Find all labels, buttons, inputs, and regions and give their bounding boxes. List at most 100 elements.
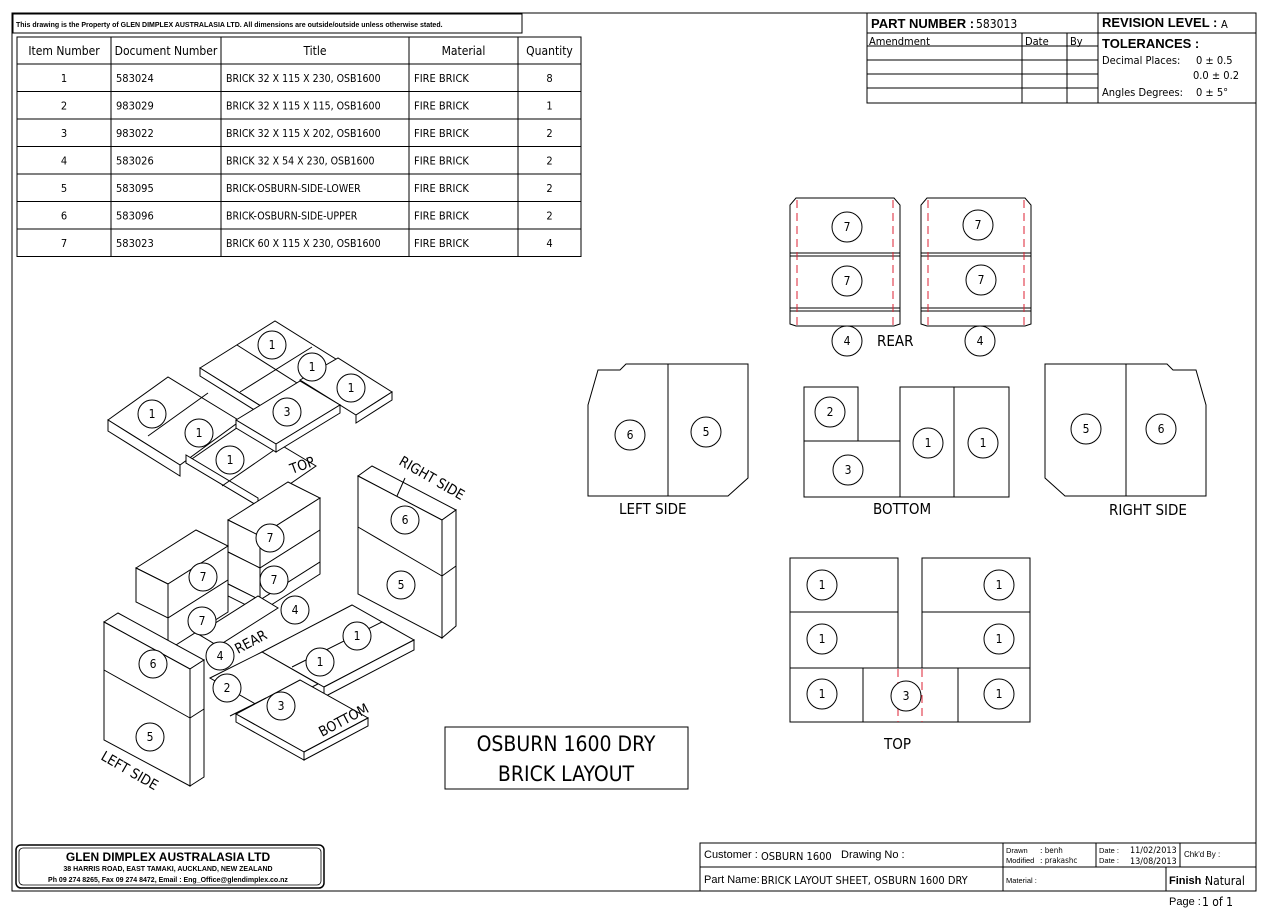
balloon-circle [1145,413,1177,445]
balloon-label: 5 [1083,422,1090,436]
balloon-circle [983,569,1015,601]
balloon-label: 1 [149,407,156,421]
company-address: 38 HARRIS ROAD, EAST TAMAKI, AUCKLAND, N… [63,866,272,873]
iso-left-side-assembly [103,612,205,787]
left-side-view-label: LEFT SIDE [619,500,687,518]
balloon-label: 1 [819,687,826,701]
balloon-label: 1 [227,453,234,467]
balloon-label: 4 [977,334,984,348]
bom-cell: FIRE BRICK [414,155,469,168]
balloon-circle [259,565,289,595]
bom-cell: 1 [546,100,552,113]
balloon-circle [983,623,1015,655]
balloon-circle [280,595,310,625]
part-number-label: PART NUMBER : [871,16,974,31]
balloon-circle [1070,413,1102,445]
left-side-view [587,363,749,497]
bom-cell: BRICK 60 X 115 X 230, OSB1600 [226,238,381,250]
amendment-label: Amendment [869,35,930,48]
balloon-label: 3 [278,699,285,713]
bom-cell: 583095 [116,182,154,195]
bom-cell: 983029 [116,100,154,113]
rear-view-label: REAR [877,332,914,350]
bom-cell: 2 [546,155,552,168]
bom-cell: 583026 [116,155,154,168]
bom-header: Title [302,44,326,58]
balloon-label: 6 [150,657,157,671]
bom-cell: 8 [546,72,552,85]
balloon-circle [831,325,863,357]
part-name-label: Part Name: [704,874,760,886]
bom-header: Quantity [526,44,573,58]
bom-cell: 983022 [116,127,154,140]
drawing-no-label: Drawing No : [841,849,905,861]
balloon-label: 1 [980,436,987,450]
balloon-circle [831,265,863,297]
tolerance-line-1: 0 ± 0.5 [1196,54,1233,67]
balloon-label: 1 [317,655,324,669]
drawing-title-box [444,726,689,790]
tolerance-angles: 0 ± 5° [1196,86,1228,99]
finish-label: Finish : [1169,875,1208,887]
balloon-circle [964,325,996,357]
tolerance-line-2: 0.0 ± 0.2 [1193,69,1239,82]
balloon-circle [831,211,863,243]
balloon-circle [138,649,168,679]
sheet-border [11,12,1257,892]
bom-header: Material [442,44,486,58]
page-label: Page : [1169,896,1201,908]
balloon-label: 1 [354,629,361,643]
modified-label: Modified [1006,856,1034,865]
balloon-label: 7 [975,218,982,232]
bom-cell: 4 [546,237,552,250]
property-notice-box [12,13,523,34]
balloon-circle [305,647,335,677]
bom-cell: FIRE BRICK [414,210,469,223]
top-view-label: TOP [883,735,911,753]
balloon-circle [215,445,245,475]
bom-cell: 2 [546,210,552,223]
balloon-circle [137,399,167,429]
balloon-label: 3 [845,463,852,477]
bom-cell: BRICK-OSBURN-SIDE-LOWER [226,183,361,195]
bom-cell: FIRE BRICK [414,100,469,113]
right-side-view [1044,363,1207,497]
bom-cell: BRICK-OSBURN-SIDE-UPPER [226,211,358,223]
customer-label: Customer : [704,849,758,861]
bom-header: Item Number [28,44,100,58]
bom-cell: 2 [546,127,552,140]
balloon-label: 1 [996,687,1003,701]
bom-cell: 5 [61,182,67,195]
balloon-circle [983,678,1015,710]
modified-value: : prakashc [1040,856,1077,865]
balloon-circle [614,419,646,451]
date-modified: 13/08/2013 [1130,857,1177,867]
iso-rear-assembly [134,481,322,651]
balloon-label: 7 [844,274,851,288]
balloon-circle [336,373,366,403]
balloon-label: 7 [978,273,985,287]
balloon-label: 7 [271,573,278,587]
bom-cell: 6 [61,210,67,223]
bom-cell: 583024 [116,72,154,85]
date-modified-label: Date : [1099,856,1119,865]
bom-cell: BRICK 32 X 115 X 202, OSB1600 [226,128,381,140]
bom-cell: 3 [61,127,67,140]
bom-cell: BRICK 32 X 115 X 230, OSB1600 [226,73,381,85]
bom-cell: FIRE BRICK [414,127,469,140]
balloon-label: 2 [224,681,231,695]
iso-top-assembly [107,320,393,507]
company-name: GLEN DIMPLEX AUSTRALASIA LTD [66,850,271,864]
balloon-label: 1 [819,632,826,646]
balloon-circle [806,678,838,710]
isometric-view [103,320,457,787]
revision-label: REVISION LEVEL : [1102,15,1217,30]
balloon-circle [912,427,944,459]
bom-cell: 583096 [116,210,154,223]
balloon-circle [135,722,165,752]
bom-cell: FIRE BRICK [414,237,469,250]
property-notice: This drawing is the Property of GLEN DIM… [16,22,443,29]
balloon-circle [212,673,242,703]
iso-right-side-assembly [357,465,457,640]
